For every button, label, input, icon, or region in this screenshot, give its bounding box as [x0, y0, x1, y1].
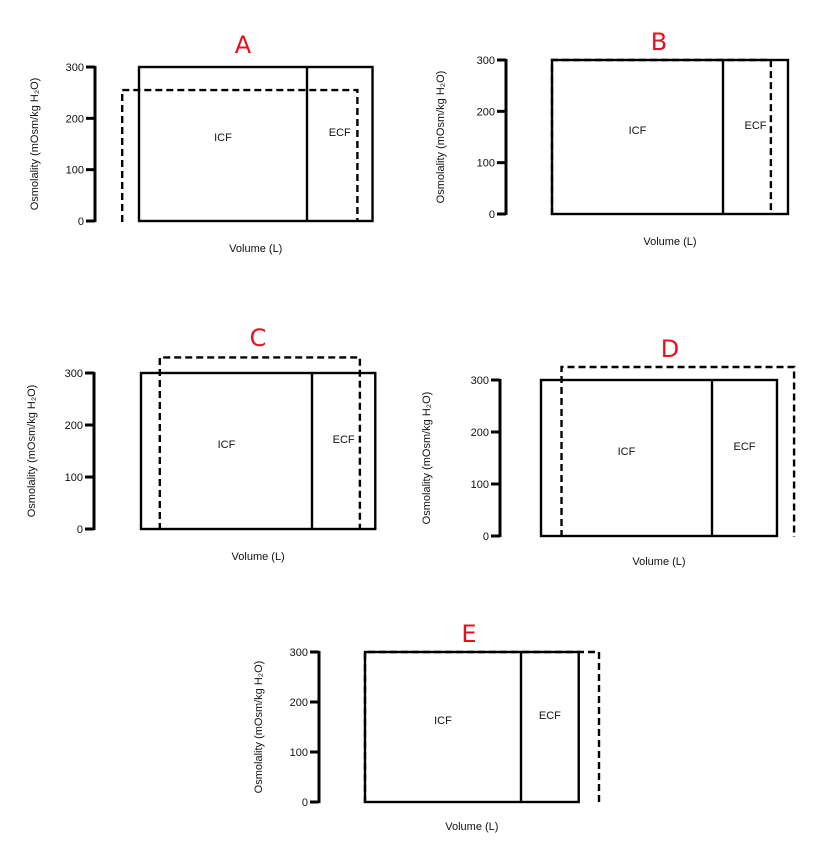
- y-axis-label: Osmolality (mOsm/kg H₂O): [435, 71, 447, 204]
- y-tick-label: 300: [477, 55, 495, 67]
- x-axis-label: Volume (L): [232, 551, 285, 563]
- icf-label: ICF: [434, 715, 452, 727]
- y-tick-label: 0: [78, 216, 84, 228]
- icf-label: ICF: [629, 125, 647, 137]
- y-tick-label: 200: [66, 113, 84, 125]
- ecf-label: ECF: [733, 441, 755, 453]
- y-tick-label: 300: [65, 368, 83, 380]
- y-tick-label: 100: [290, 747, 308, 759]
- ecf-label: ECF: [539, 710, 561, 722]
- y-axis-label: Osmolality (mOsm/kg H₂O): [29, 78, 41, 211]
- ecf-label: ECF: [744, 120, 766, 132]
- control-fluid-box: [137, 65, 374, 223]
- y-tick-label: 200: [290, 697, 308, 709]
- panel-letter: C: [250, 324, 267, 352]
- y-axis-label: Osmolality (mOsm/kg H₂O): [253, 661, 265, 794]
- y-tick-label: 0: [489, 209, 495, 221]
- y-tick-label: 100: [65, 472, 83, 484]
- y-tick-label: 0: [77, 524, 83, 536]
- y-tick-label: 300: [471, 375, 489, 387]
- x-axis-label: Volume (L): [632, 556, 685, 568]
- y-tick-label: 0: [483, 531, 489, 543]
- experimental-outline: [121, 88, 359, 222]
- y-tick-label: 100: [471, 479, 489, 491]
- x-axis-label: Volume (L): [643, 236, 696, 248]
- y-axis-label: Osmolality (mOsm/kg H₂O): [421, 392, 433, 525]
- experimental-outline: [560, 365, 796, 537]
- icf-label: ICF: [214, 132, 232, 144]
- experimental-outline: [550, 58, 773, 215]
- y-tick-label: 100: [66, 165, 84, 177]
- icf-label: ICF: [218, 439, 236, 451]
- x-axis-label: Volume (L): [229, 243, 282, 255]
- y-tick-label: 200: [65, 420, 83, 432]
- control-fluid-box: [139, 371, 377, 531]
- experimental-outline: [158, 356, 362, 530]
- panel-letter: B: [651, 28, 667, 56]
- ecf-label: ECF: [329, 127, 351, 139]
- y-axis-label: Osmolality (mOsm/kg H₂O): [26, 385, 38, 518]
- panel-letter: E: [461, 620, 476, 648]
- experimental-outline: [363, 650, 601, 803]
- y-tick-label: 300: [66, 62, 84, 74]
- y-tick-label: 100: [477, 158, 495, 170]
- control-fluid-box: [550, 58, 790, 216]
- panel-letter: D: [661, 335, 679, 363]
- x-axis-label: Volume (L): [445, 821, 498, 833]
- y-tick-label: 200: [471, 427, 489, 439]
- control-fluid-box: [363, 650, 580, 804]
- y-tick-label: 200: [477, 106, 495, 118]
- ecf-label: ECF: [333, 434, 355, 446]
- panel-letter: A: [235, 31, 252, 59]
- icf-label: ICF: [618, 446, 636, 458]
- y-tick-label: 0: [302, 797, 308, 809]
- y-tick-label: 300: [290, 647, 308, 659]
- control-fluid-box: [539, 378, 779, 538]
